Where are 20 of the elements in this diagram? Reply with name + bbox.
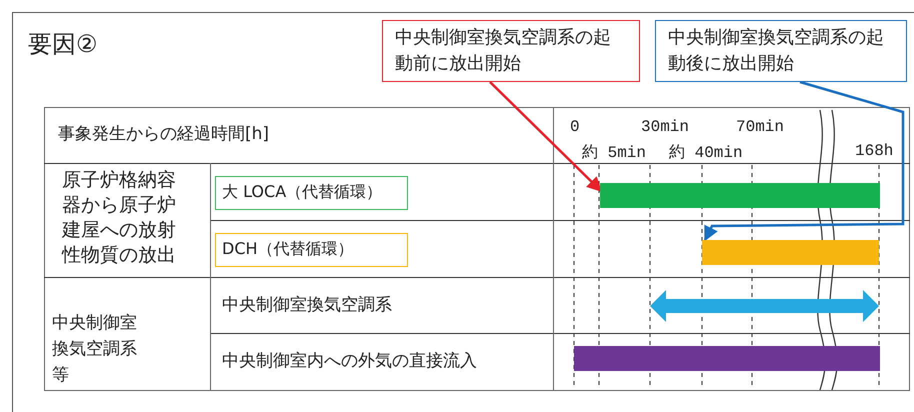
arrow xyxy=(704,80,904,242)
header-cell-text: 事象発生からの経過時間[h] xyxy=(58,123,270,145)
case-label-box: DCH（代替循環） xyxy=(215,233,408,267)
tick-label: 約 5min xyxy=(582,143,646,163)
case-label-box: 大 LOCA（代替循環） xyxy=(215,176,408,210)
callout-box: 中央制御室換気空調系の起動後に放出開始 xyxy=(655,20,907,82)
row-group-text: 中央制御室換気空調系等 xyxy=(52,312,138,387)
tick-label: 0 xyxy=(570,118,580,136)
tick-label: 30min xyxy=(641,118,690,136)
tick-label: 168h xyxy=(855,142,894,160)
row-text: 中央制御室換気空調系 xyxy=(222,294,392,316)
callout-box: 中央制御室換気空調系の起動前に放出開始 xyxy=(382,20,640,82)
arrow xyxy=(489,81,602,192)
tick-label: 約 40min xyxy=(669,143,743,163)
diagram-title: 要因② xyxy=(28,29,98,60)
tick-label: 70min xyxy=(736,118,784,136)
row-text: 中央制御室内への外気の直接流入 xyxy=(222,350,477,372)
row-group-text: 原子炉格納容器から原子炉建屋への放射性物質の放出 xyxy=(62,168,177,268)
timeline-bar xyxy=(600,183,880,208)
timeline-bar xyxy=(702,240,879,265)
